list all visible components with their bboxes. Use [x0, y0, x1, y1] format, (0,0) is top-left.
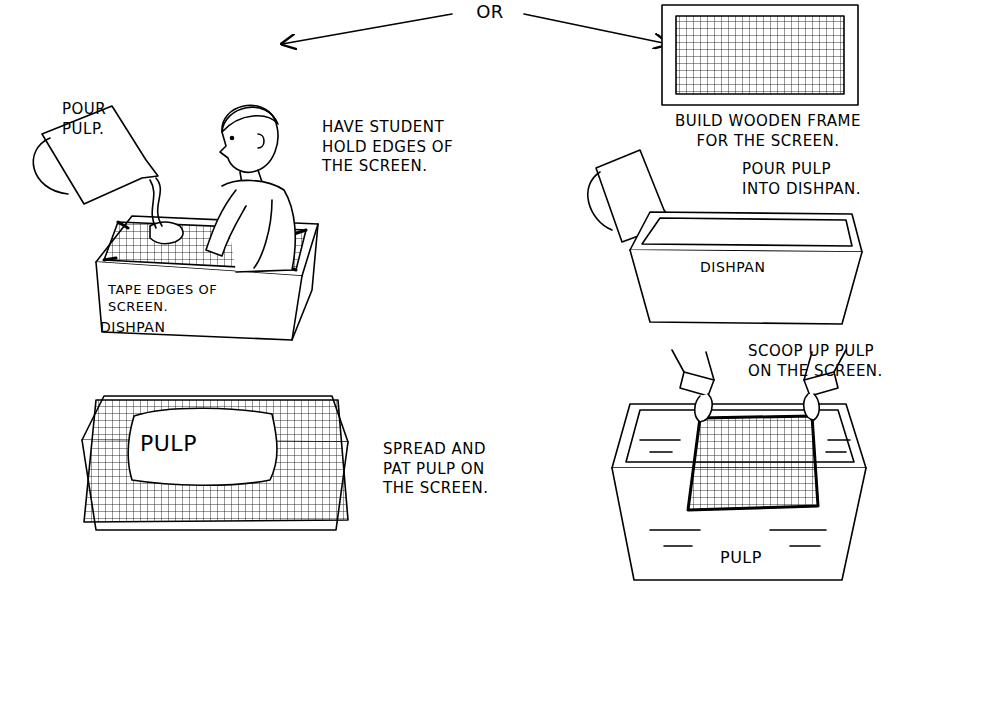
instruction-label: BUILD WOODEN FRAME FOR THE SCREEN.	[668, 112, 868, 151]
pitcher-handle	[588, 172, 612, 230]
instruction-label: DISHPAN	[100, 318, 196, 336]
student-head	[220, 105, 278, 172]
wooden-frame	[662, 5, 858, 105]
dishpan-front	[630, 250, 862, 324]
pitcher-handle	[33, 138, 68, 194]
dishpan-rim	[630, 212, 862, 252]
instruction-label: PULP	[140, 430, 230, 459]
sleeve-cuff	[680, 372, 714, 396]
instruction-label: POUR PULP.	[62, 100, 126, 139]
choice-arrow	[524, 14, 668, 44]
instruction-label: SCOOP UP PULP ON THE SCREEN.	[748, 342, 898, 381]
screen	[688, 416, 818, 510]
instruction-label: PULP	[720, 548, 800, 569]
hand	[804, 394, 820, 420]
student-arm	[206, 190, 246, 256]
student-eye	[231, 137, 234, 140]
student-arm	[254, 200, 272, 268]
hand	[695, 394, 712, 422]
dishpan-front	[96, 262, 302, 340]
pulp-layer	[128, 408, 277, 485]
instruction-label: TAPE EDGES OF SCREEN.	[108, 282, 220, 316]
dishpan-inner	[642, 218, 852, 246]
choice-word: OR	[468, 0, 512, 23]
pulp-stream	[150, 178, 162, 228]
screen	[84, 400, 348, 522]
screen-frame	[688, 416, 818, 510]
instruction-label: HAVE STUDENT HOLD EDGES OF THE SCREEN.	[322, 118, 472, 177]
instruction-label: POUR PULP INTO DISHPAN.	[742, 160, 872, 199]
water-line	[650, 530, 826, 546]
student-hair	[222, 107, 278, 132]
screen	[676, 16, 844, 94]
instruction-label: DISHPAN	[700, 258, 810, 276]
instruction-label: SPREAD AND PAT PULP ON THE SCREEN.	[383, 440, 503, 499]
choice-arrow	[282, 14, 452, 44]
student-ear	[258, 134, 264, 148]
